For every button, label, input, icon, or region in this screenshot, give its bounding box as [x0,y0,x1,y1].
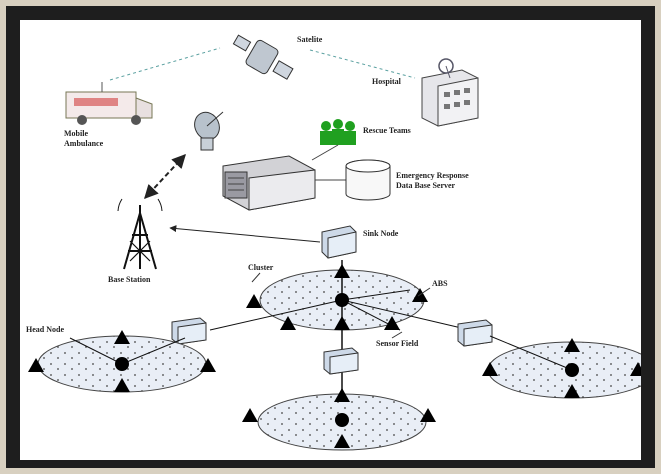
ambulance-label-line2: Ambulance [64,139,104,148]
sensor-field-pointer [391,331,403,339]
base-station-label: Base Station [108,275,151,284]
er-db-label-line1: Emergency Response [396,171,469,180]
rescue-team-label: Rescue Teams [363,126,411,135]
bottom-cluster [242,388,436,451]
sink-node-label: Sink Node [363,229,399,238]
hospital-icon [421,58,479,127]
ambulance-icon [65,82,153,125]
tower-icon [117,198,163,270]
abs-label: ABS [432,279,448,288]
ambulance-label-line1: Mobile [64,129,88,138]
sensor-field-label: Sensor Field [376,339,419,348]
right-relay-node [457,319,493,347]
cluster-pointer [251,272,261,283]
network-diagram: Satelite Hospital Mobile Ambulance [26,34,641,451]
sink-node-icon [321,225,357,259]
cluster-label: Cluster [248,263,274,272]
hospital-label: Hospital [372,77,402,86]
central-cluster [209,260,471,400]
head-node-label: Head Node [26,325,64,334]
database-icon [345,159,391,201]
right-cluster [482,335,641,399]
satellite-icon [232,34,294,80]
rescue-server-link [311,144,339,161]
satellite-label: Satelite [297,35,323,44]
left-cluster [28,330,216,393]
image-frame: Satelite Hospital Mobile Ambulance [6,6,655,468]
er-db-label-line2: Data Base Server [396,181,456,190]
server-icon [222,155,316,211]
middle-relay-node [323,347,359,375]
rescue-team-icon [320,119,356,145]
diagram-canvas: Satelite Hospital Mobile Ambulance [20,20,641,460]
abs-pointer [417,287,431,297]
satellite-links [109,47,416,81]
dish-icon [194,111,224,151]
left-relay-node [171,317,207,345]
sink-tower-link [169,225,321,243]
dish-tower-link [144,153,186,200]
